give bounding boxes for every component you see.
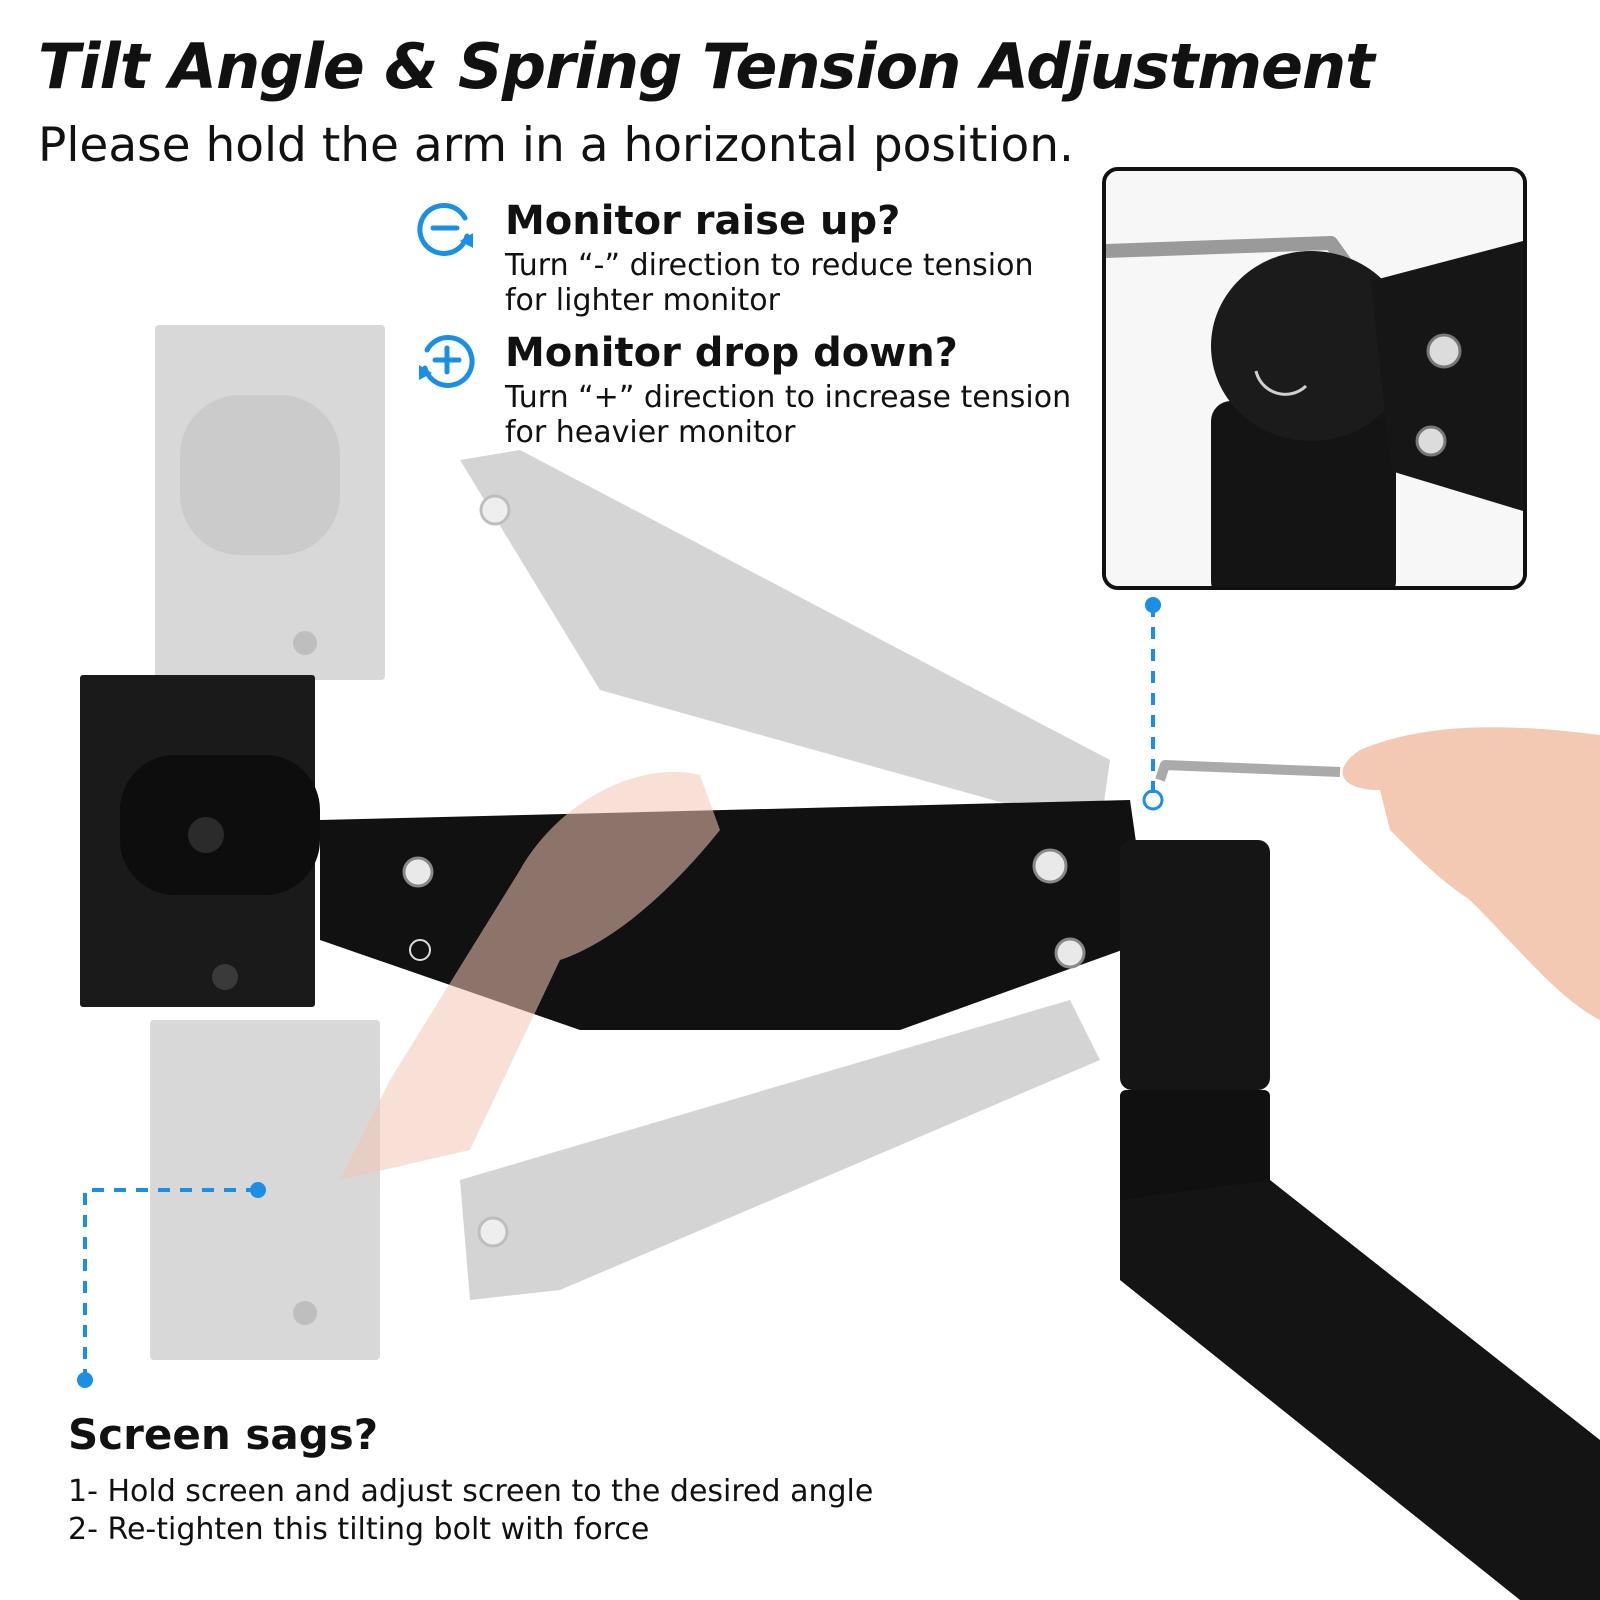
callout-connector-top bbox=[1142, 597, 1164, 811]
tip-line: for lighter monitor bbox=[505, 283, 780, 318]
ghost-arm-lower bbox=[150, 1000, 1100, 1360]
tip-heading: Monitor raise up? bbox=[505, 198, 901, 244]
sags-step: 1- Hold screen and adjust screen to the … bbox=[68, 1474, 874, 1509]
ghost-arm-upper bbox=[155, 325, 1110, 830]
hand-turning-wrench bbox=[1342, 727, 1600, 1020]
tip-heading: Monitor drop down? bbox=[505, 330, 958, 376]
tip-line: Turn “-” direction to reduce tension bbox=[505, 248, 1034, 283]
screen-sags-section: Screen sags? 1- Hold screen and adjust s… bbox=[68, 1410, 873, 1549]
sags-step: 2- Re-tighten this tilting bolt with for… bbox=[68, 1512, 650, 1547]
plus-rotate-icon bbox=[419, 335, 475, 388]
hand-pushing bbox=[340, 771, 720, 1180]
tip-description: Turn “+” direction to increase tension f… bbox=[505, 380, 1105, 450]
minus-rotate-icon bbox=[417, 203, 473, 256]
zoom-inset-frame bbox=[1102, 167, 1527, 590]
sags-steps: 1- Hold screen and adjust screen to the … bbox=[68, 1473, 873, 1549]
tip-line: Turn “+” direction to increase tension bbox=[505, 380, 1072, 415]
tension-bolt-closeup bbox=[1106, 171, 1523, 586]
tip-line: for heavier monitor bbox=[505, 415, 796, 450]
callout-connector-bottom bbox=[77, 1182, 266, 1388]
sags-heading: Screen sags? bbox=[68, 1410, 379, 1459]
page-title: Tilt Angle & Spring Tension Adjustment bbox=[38, 30, 1375, 103]
page-subtitle: Please hold the arm in a horizontal posi… bbox=[38, 118, 1074, 173]
tip-description: Turn “-” direction to reduce tension for… bbox=[505, 248, 1105, 318]
